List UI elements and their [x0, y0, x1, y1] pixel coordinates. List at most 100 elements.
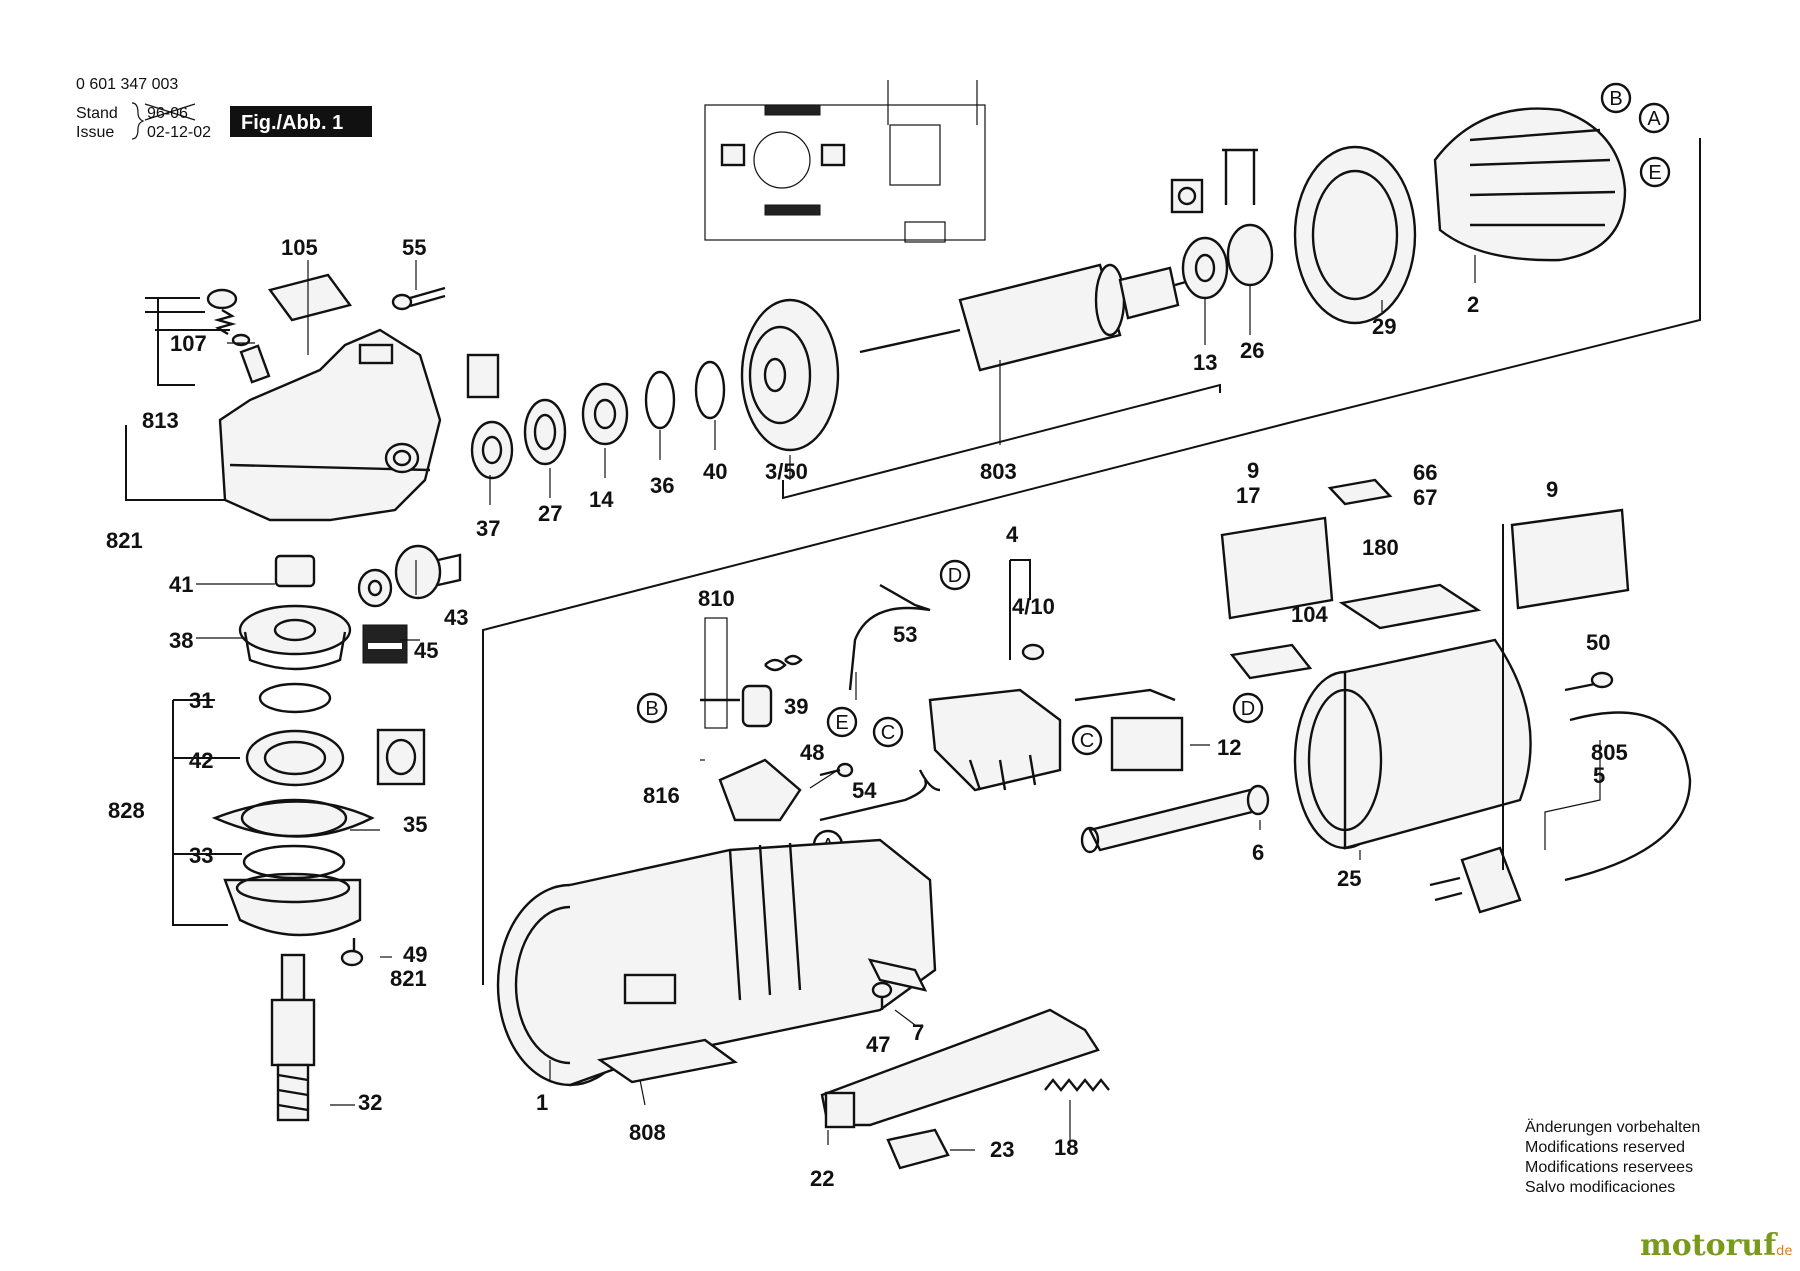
part-number: 805: [1591, 740, 1628, 765]
part-number: 180: [1362, 535, 1399, 560]
frame-line: [1299, 138, 1701, 421]
part-number: 35: [403, 812, 427, 837]
bearing-41: [274, 554, 316, 588]
part-number: 7: [912, 1020, 924, 1045]
part-number: 14: [589, 487, 614, 512]
part-number: 43: [444, 605, 468, 630]
screw-49: [340, 938, 364, 967]
part-number: 821: [106, 528, 143, 553]
svg-text:C: C: [1080, 730, 1094, 752]
part-number: 50: [1586, 630, 1610, 655]
cable-54: [819, 769, 941, 822]
bearing-37: [470, 420, 514, 480]
svg-text:D: D: [1241, 698, 1255, 720]
part-number: 22: [810, 1166, 834, 1191]
bearing-42: [245, 729, 345, 787]
stand-date: 96-06: [147, 105, 188, 122]
switch-4: [928, 688, 1062, 792]
part-number: 66: [1413, 460, 1437, 485]
flange-828: [223, 872, 362, 937]
pinion-43: [394, 544, 462, 600]
screw-47: [871, 981, 893, 1010]
part-number: 105: [281, 235, 318, 260]
bearing-shield-29: [1293, 145, 1417, 325]
cap-26: [1226, 223, 1274, 287]
part-number: 54: [852, 778, 877, 803]
part-number: 36: [650, 473, 674, 498]
screw-48: [819, 762, 854, 778]
watermark-logo: motoruf: [1640, 1228, 1778, 1263]
spindle-32: [270, 953, 316, 1122]
part-number: 3/50: [765, 459, 808, 484]
brace: [131, 102, 145, 140]
frame-line-lower: [482, 419, 1301, 985]
part-number: 55: [402, 235, 426, 260]
part-number: 813: [142, 408, 179, 433]
modifications-note-en: Modifications reserved: [1525, 1139, 1685, 1156]
part-number: 107: [170, 331, 207, 356]
small-part-icon: [466, 353, 500, 399]
part-number: 18: [1054, 1135, 1078, 1160]
issue-date: 02-12-02: [147, 124, 211, 141]
screw-50: [1564, 671, 1614, 692]
spring-39: [764, 654, 803, 672]
gear-head-housing: [218, 328, 442, 522]
wiring-schematic: [704, 80, 986, 243]
part-number: 803: [980, 459, 1017, 484]
bevel-gear-38: [238, 604, 352, 671]
switch-slider-22: [820, 1008, 1100, 1129]
svg-text:B: B: [1609, 88, 1622, 110]
part-number: 37: [476, 516, 500, 541]
small-bearing-icon: [1170, 178, 1204, 214]
spring-18: [1044, 1078, 1110, 1092]
figure-label-box: [230, 106, 372, 137]
part-number: 9: [1546, 477, 1558, 502]
bracket-lines: [145, 297, 230, 331]
part-number: 12: [1217, 735, 1241, 760]
stand-label: Stand: [76, 105, 118, 122]
part-number: 13: [1193, 350, 1217, 375]
switch-button-23: [886, 1128, 950, 1170]
bracket-ticks: [173, 699, 242, 855]
part-number: 29: [1372, 314, 1396, 339]
part-number: 808: [629, 1120, 666, 1145]
suppressor-12: [1074, 688, 1184, 772]
part-number: 23: [990, 1137, 1014, 1162]
label-9-right: [1510, 508, 1630, 610]
strike-line: [144, 103, 196, 121]
part-number: 25: [1337, 866, 1361, 891]
screw-4-10: [1021, 643, 1045, 661]
bracket-828: [172, 700, 228, 926]
power-cord-5: [1429, 711, 1692, 914]
part-number: 810: [698, 586, 735, 611]
part-number: 39: [784, 694, 808, 719]
bracket-icon: [1222, 148, 1258, 205]
part-number: 53: [893, 622, 917, 647]
lock-pin-assembly: [206, 288, 271, 384]
nut-45: [357, 568, 393, 608]
label-plate-105: [267, 273, 353, 322]
part-number: 5: [1593, 763, 1605, 788]
part-number: 1: [536, 1090, 548, 1115]
part-number: 104: [1291, 602, 1328, 627]
screw-55: [391, 286, 446, 311]
part-number: 2: [1467, 292, 1479, 317]
wire-53: [848, 583, 931, 691]
part-number: 49: [403, 942, 427, 967]
bearing-icon-42: [376, 728, 426, 786]
part-number: 67: [1413, 485, 1437, 510]
part-number: 40: [703, 459, 727, 484]
part-number: 816: [643, 783, 680, 808]
part-number: 9: [1247, 458, 1259, 483]
label-180: [1338, 583, 1482, 630]
part-number: 4/10: [1012, 594, 1055, 619]
modifications-note-fr: Modifications reservees: [1525, 1159, 1693, 1176]
small-part-icon-45: [362, 624, 408, 664]
plate-7: [867, 958, 928, 992]
brush-holder-816: [718, 758, 802, 822]
svg-text:D: D: [948, 565, 962, 587]
part-number: 27: [538, 501, 562, 526]
fan-3-50: [740, 298, 840, 452]
label-808: [596, 1038, 738, 1084]
